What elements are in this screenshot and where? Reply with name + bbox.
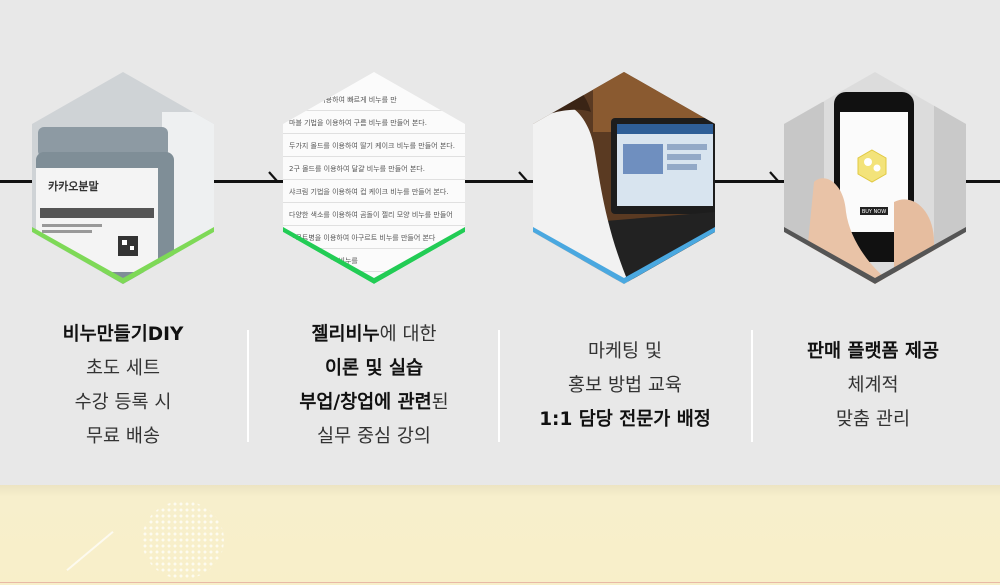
chevron-right-icon: [268, 171, 278, 182]
step-4-image: BUY NOW: [784, 72, 966, 284]
caption-line: 맞춤 관리: [748, 403, 998, 437]
caption-text: 수강 등록 시: [74, 392, 172, 413]
light-streak-decoration: [66, 530, 114, 572]
caption-text: 체계적: [847, 375, 899, 396]
caption-text: 홍보 방법 교육: [568, 375, 682, 396]
caption-line: 1:1 담당 전문가 배정: [500, 403, 750, 437]
row-separator: [283, 271, 465, 272]
caption-text: 마케팅 및: [588, 341, 662, 362]
caption-emphasis: 비누만들기DIY: [62, 324, 184, 345]
recipe-list-row: 2구 몰드를 이용하여 달걀 비누를 만들어 본다.: [289, 164, 425, 173]
caption-emphasis: 이론 및 실습: [325, 358, 423, 379]
caption-line: 체계적: [748, 369, 998, 403]
process-timeline: [0, 180, 1000, 183]
caption-line: 홍보 방법 교육: [500, 369, 750, 403]
caption-text: 실무 중심 강의: [317, 426, 431, 447]
recipe-list-row: 구르트병을 이용하여 아구르트 비누를 만들어 본다: [289, 233, 436, 242]
caption-text: 맞춤 관리: [836, 409, 910, 430]
step-1-image: 카카오분말: [32, 72, 214, 284]
column-divider: [247, 330, 249, 442]
caption-line: 마케팅 및: [500, 335, 750, 369]
recipe-list-row: 샤크림 기법을 이용하여 컵 케이크 비누를 만들어 본다.: [289, 187, 448, 196]
caption-line: 판매 플랫폼 제공: [748, 335, 998, 369]
column-divider: [498, 330, 500, 442]
recipe-list-row: 두가지 몰드를 이용하여 딸기 케이크 비누를 만들어 본다.: [289, 141, 455, 150]
bottom-divider-line: [0, 582, 1000, 583]
caption-line: 부업/창업에 관련된: [249, 386, 499, 420]
caption-line: 젤리비누에 대한: [249, 318, 499, 352]
caption-line: 이론 및 실습: [249, 352, 499, 386]
dot-pattern-decoration: [142, 501, 224, 579]
bottom-banner: [0, 485, 1000, 585]
caption-text: 무료 배송: [86, 426, 160, 447]
caption-line: 수강 등록 시: [0, 386, 248, 420]
caption-line: 초도 세트: [0, 352, 248, 386]
row-separator: [283, 179, 465, 180]
caption-line: 비누만들기DIY: [0, 318, 248, 352]
caption-emphasis: 1:1 담당 전문가 배정: [539, 409, 711, 430]
qr-code-icon: [118, 236, 138, 256]
row-separator: [283, 248, 465, 249]
caption-text: 초도 세트: [86, 358, 160, 379]
row-separator: [283, 133, 465, 134]
caption-text: 된: [431, 392, 449, 413]
caption-emphasis: 판매 플랫폼 제공: [806, 341, 940, 362]
recipe-list-row: 가지 틀을 이용하여 빠르게 비누를 만: [289, 95, 397, 104]
step-3-image: [533, 72, 715, 284]
caption-emphasis: 젤리비누: [311, 324, 380, 345]
caption-text: 에 대한: [379, 324, 437, 345]
recipe-list-row: 다양한 색소를 이용하여 곰돌이 젤리 모양 비누를 만들어: [289, 210, 453, 219]
caption-emphasis: 부업/창업에 관련: [299, 392, 432, 413]
row-separator: [283, 202, 465, 203]
caption-line: 실무 중심 강의: [249, 420, 499, 454]
column-divider: [751, 330, 753, 442]
chevron-right-icon: [518, 171, 528, 182]
row-separator: [283, 110, 465, 111]
caption-line: 무료 배송: [0, 420, 248, 454]
row-separator: [283, 225, 465, 226]
buy-now-label: BUY NOW: [862, 209, 886, 215]
row-separator: [283, 156, 465, 157]
bottle-label-text: 카카오분말: [48, 179, 99, 193]
recipe-list-row: 마블 기법을 이용하여 구름 비누를 만들어 본다.: [289, 118, 427, 127]
chevron-right-icon: [769, 171, 779, 182]
